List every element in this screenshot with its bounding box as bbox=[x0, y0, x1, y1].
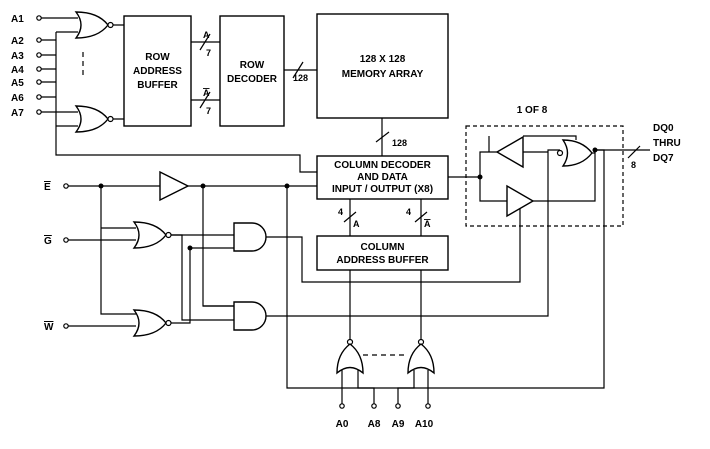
pin-g-label: G bbox=[44, 236, 52, 247]
pin-a3-label: A3 bbox=[11, 51, 24, 62]
pin-w-label: W bbox=[44, 322, 54, 333]
io-section: 1 OF 8 8 bbox=[448, 105, 650, 227]
pin-a10-label: A10 bbox=[415, 419, 434, 430]
column-address-buffer: COLUMN ADDRESS BUFFER bbox=[316, 235, 449, 271]
col-buffer-line1: COLUMN bbox=[361, 242, 405, 253]
row-address-buffer: ROW ADDRESS BUFFER bbox=[123, 15, 192, 127]
bus-abar-right: A bbox=[424, 219, 431, 229]
write-enable-and-gate bbox=[233, 301, 267, 331]
row-input-or-gate-bottom bbox=[74, 105, 114, 133]
row-input-or-gate-top bbox=[74, 11, 114, 39]
col-buffer-line2: ADDRESS BUFFER bbox=[336, 255, 429, 266]
pin-a2-terminal bbox=[36, 37, 42, 43]
pin-a8-terminal bbox=[371, 403, 377, 409]
g-or-gate bbox=[132, 221, 172, 249]
row-buffer-line1: ROW bbox=[145, 52, 170, 63]
dq-line2: THRU bbox=[653, 138, 681, 149]
bus-128-horizontal: 128 bbox=[293, 73, 308, 83]
pin-a5-label: A5 bbox=[11, 78, 24, 89]
pin-a9-terminal bbox=[395, 403, 401, 409]
pin-a7-label: A7 bbox=[11, 108, 24, 119]
column-input-or-gate-left bbox=[336, 343, 364, 375]
pin-a1-terminal bbox=[36, 15, 42, 21]
row-decoder-line1: ROW bbox=[240, 60, 265, 71]
row-bus-lines: A 7 A 7 bbox=[191, 30, 220, 116]
pin-a7-terminal bbox=[36, 109, 42, 115]
pin-w-terminal bbox=[63, 323, 69, 329]
io-or-gate bbox=[561, 139, 593, 167]
control-pins: E G W bbox=[44, 182, 69, 333]
bus-4-left: 4 bbox=[338, 207, 343, 217]
column-bus-lines: 4 A 4 A bbox=[338, 199, 431, 236]
pin-a0-terminal bbox=[339, 403, 345, 409]
pin-g-terminal bbox=[63, 237, 69, 243]
pin-e-terminal bbox=[63, 183, 69, 189]
w-or-gate bbox=[132, 309, 172, 337]
pin-a5-terminal bbox=[36, 79, 42, 85]
row-decoder-line2: DECODER bbox=[227, 74, 278, 85]
pin-a2-label: A2 bbox=[11, 36, 24, 47]
memory-array-line2: MEMORY ARRAY bbox=[342, 69, 424, 80]
pin-a10-terminal bbox=[425, 403, 431, 409]
output-enable-and-gate bbox=[233, 222, 267, 252]
row-decoder: ROW DECODER bbox=[219, 15, 285, 127]
e-buffer bbox=[159, 170, 190, 202]
column-address-pins: A0 A8 A9 A10 bbox=[336, 370, 434, 430]
memory-array: 128 X 128 MEMORY ARRAY bbox=[316, 13, 449, 119]
dq-label: DQ0 THRU DQ7 bbox=[653, 123, 681, 164]
col-decoder-line3: INPUT / OUTPUT (X8) bbox=[332, 184, 433, 195]
column-input-or-gate-right bbox=[407, 343, 435, 375]
pin-a3-terminal bbox=[36, 52, 42, 58]
pin-a9-label: A9 bbox=[392, 419, 405, 430]
bus-7-bottom: 7 bbox=[206, 106, 211, 116]
column-decoder-io: COLUMN DECODER AND DATA INPUT / OUTPUT (… bbox=[316, 155, 449, 200]
bus-4-right: 4 bbox=[406, 207, 411, 217]
row-buffer-line3: BUFFER bbox=[137, 80, 178, 91]
pin-a6-terminal bbox=[36, 94, 42, 100]
dq-line1: DQ0 bbox=[653, 123, 674, 134]
bus-128-vertical: 128 bbox=[392, 138, 407, 148]
bus-8-label: 8 bbox=[631, 160, 636, 170]
one-of-eight-label: 1 OF 8 bbox=[517, 105, 548, 116]
pin-a6-label: A6 bbox=[11, 93, 24, 104]
bus-abar-bottom: A bbox=[203, 88, 210, 98]
pin-a4-terminal bbox=[36, 66, 42, 72]
pin-a4-label: A4 bbox=[11, 65, 24, 76]
bus-7-top: 7 bbox=[206, 48, 211, 58]
pin-e-label: E bbox=[44, 182, 51, 193]
row-address-pins: A1 A2 A3 A4 A5 A6 A7 bbox=[11, 14, 84, 127]
bus-a-left: A bbox=[353, 219, 360, 229]
bus-a-top: A bbox=[203, 30, 210, 40]
col-decoder-line1: COLUMN DECODER bbox=[334, 160, 431, 171]
memory-array-line1: 128 X 128 bbox=[360, 54, 406, 65]
pin-a0-label: A0 bbox=[336, 419, 349, 430]
pin-a8-label: A8 bbox=[368, 419, 381, 430]
row-buffer-line2: ADDRESS bbox=[133, 66, 182, 77]
col-decoder-line2: AND DATA bbox=[357, 172, 408, 183]
dq-line3: DQ7 bbox=[653, 153, 674, 164]
output-buffer bbox=[495, 135, 524, 169]
pin-a1-label: A1 bbox=[11, 14, 24, 25]
